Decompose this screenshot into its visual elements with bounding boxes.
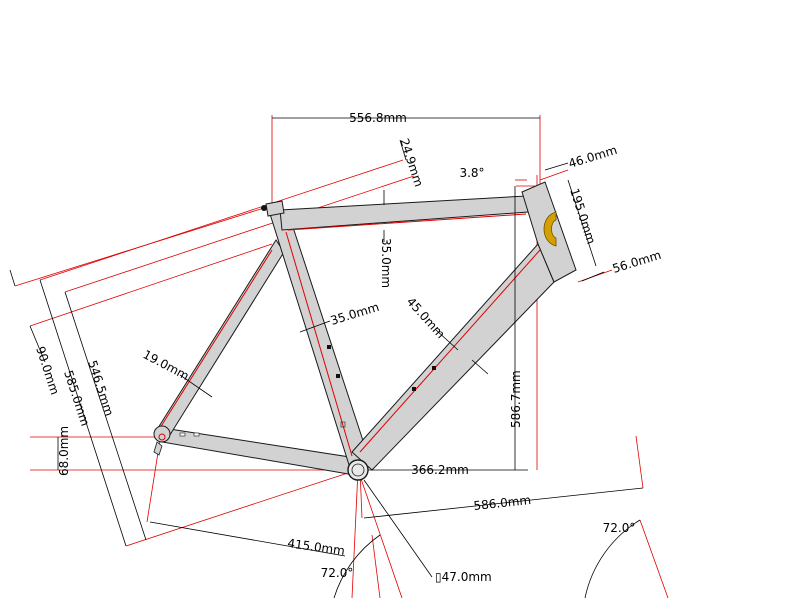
head-badge-icon: [543, 211, 557, 247]
dim-seat-angle: 72.0°: [321, 566, 354, 580]
dim-bb-shell: ▯47.0mm: [435, 570, 492, 584]
dim-head-tube-diameter: 24.9mm: [397, 137, 426, 189]
dim-seat-tube-length-b: 585.0mm: [61, 369, 92, 428]
dim-top-length: 556.8mm: [349, 111, 407, 125]
seat-stay-tube: [157, 239, 285, 439]
dim-bb-to-head: 366.2mm: [411, 463, 469, 477]
dim-head-angle-offset: 3.8°: [459, 166, 484, 180]
dim-bb-drop: 68.0mm: [57, 426, 71, 476]
dim-seat-tube-length-c: 90.0mm: [33, 345, 62, 397]
dim-seat-tube-diameter: 35.0mm: [329, 300, 381, 328]
dim-head-tube-lower: 56.0mm: [611, 248, 663, 276]
dim-stack-height: 586.7mm: [509, 370, 523, 428]
seat-tube: [269, 211, 371, 469]
dim-chainstay: 415.0mm: [287, 536, 346, 558]
dim-head-tube-length: 195.0mm: [567, 187, 598, 246]
dim-head-angle: 72.0°: [603, 521, 636, 535]
dim-down-tube-diameter: 45.0mm: [404, 295, 448, 342]
bike-frame: [153, 181, 577, 481]
seat-collar: [265, 200, 285, 217]
chainstay-tube: [161, 427, 361, 477]
dim-reach: 586.0mm: [473, 493, 532, 513]
bottom-bracket: [347, 459, 369, 481]
dim-head-tube-width: 46.0mm: [567, 143, 619, 171]
dim-top-tube-diameter: 35.0mm: [379, 238, 393, 288]
dim-seat-tube-length-a: 546.5mm: [85, 359, 116, 418]
dim-seat-stay-diameter: 19.0mm: [141, 347, 192, 383]
top-tube: [279, 195, 529, 231]
dimension-lines: [9, 117, 644, 599]
